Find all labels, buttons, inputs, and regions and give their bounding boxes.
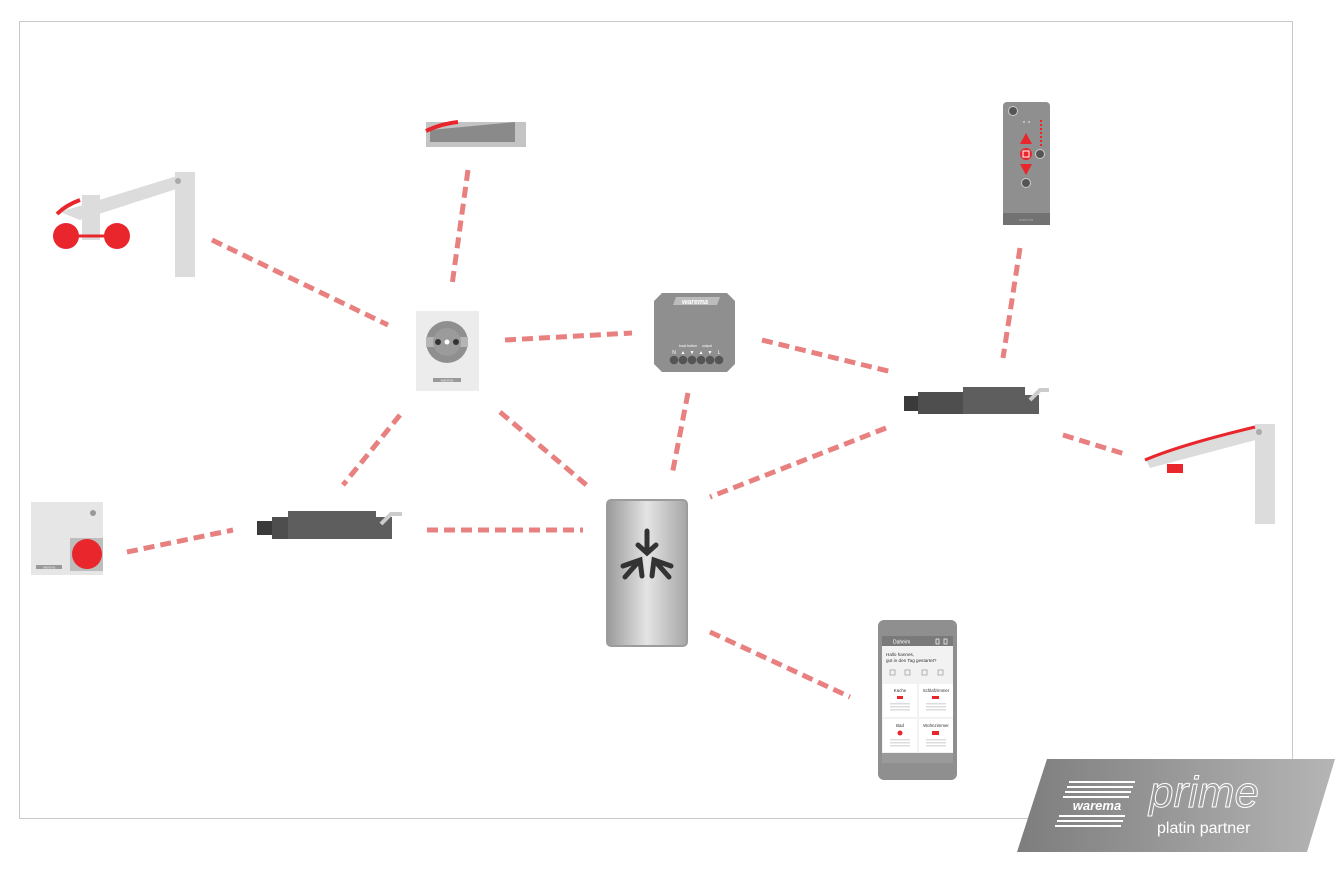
- svg-text:▲: ▲: [699, 350, 704, 356]
- connection-lines: [126, 169, 1129, 700]
- link-motor-hub: [709, 425, 887, 500]
- link-socket-motor: [341, 413, 402, 487]
- button-box-brand: warema: [43, 565, 55, 569]
- link-module-motor: [761, 337, 893, 375]
- module-label-output: output: [702, 344, 712, 348]
- link-motor-awning: [1062, 432, 1129, 458]
- up-arrow-icon[interactable]: [1020, 133, 1032, 144]
- sensor-device[interactable]: [425, 120, 526, 147]
- svg-text:▲: ▲: [681, 350, 686, 356]
- svg-text:▼: ▼: [708, 350, 713, 356]
- awning-device-right[interactable]: [1144, 424, 1275, 524]
- down-arrow-icon[interactable]: [1020, 164, 1032, 175]
- link-socket-hub: [498, 410, 592, 490]
- link-module-hub: [669, 392, 691, 476]
- matter-hub[interactable]: [606, 499, 688, 647]
- link-awning-socket: [210, 237, 390, 328]
- app-bottom-nav[interactable]: [882, 753, 953, 763]
- link-hub-phone: [708, 629, 852, 700]
- room-tile-bad[interactable]: Bad: [896, 723, 904, 728]
- link-socket-module: [504, 330, 633, 343]
- matter-logo-icon: [620, 528, 674, 580]
- socket-brand: warema: [441, 379, 454, 383]
- room-tile-schlafzimmer[interactable]: Schlafzimmer: [923, 688, 950, 693]
- quick-actions[interactable]: [889, 669, 944, 676]
- link-sensor-socket: [449, 169, 471, 286]
- remote-control[interactable]: warema: [1003, 102, 1050, 225]
- link-remote-motor: [1000, 247, 1023, 359]
- room-tile-wohnzimmer[interactable]: Wohnzimmer: [923, 723, 949, 728]
- greeting-line2: gut in den Tag gestartet?: [886, 658, 937, 663]
- module-terminals: N ▲ ▼ ▲ ▼ L: [669, 350, 724, 365]
- tubular-motor-right[interactable]: [904, 387, 1049, 414]
- smartphone-app[interactable]: Daheim Hallo hannes, gut in den Tag gest…: [878, 620, 957, 780]
- svg-text:N: N: [672, 350, 676, 356]
- stop-button[interactable]: [1020, 148, 1032, 160]
- app-title: Daheim: [893, 640, 910, 646]
- link-button-motor: [126, 527, 234, 555]
- room-tile-kueche[interactable]: Küche: [894, 688, 907, 693]
- logo-product: prime: [1147, 768, 1259, 817]
- svg-text:L: L: [718, 350, 721, 356]
- logo-tagline: platin partner: [1157, 820, 1251, 837]
- diagram-frame: [19, 21, 1293, 819]
- module-label-local: local button: [679, 344, 697, 348]
- awning-device-left[interactable]: [53, 172, 195, 277]
- remote-brand: warema: [1019, 217, 1034, 222]
- smart-socket[interactable]: warema: [416, 311, 479, 391]
- tubular-motor-left[interactable]: [257, 511, 402, 539]
- actuator-module[interactable]: warema local button output N ▲ ▼ ▲ ▼ L: [654, 293, 735, 372]
- warema-prime-logo: warema prime platin partner: [1017, 759, 1335, 852]
- logo-brand: warema: [1073, 798, 1121, 813]
- wall-button-device[interactable]: warema: [31, 502, 103, 575]
- module-brand: warema: [682, 299, 708, 306]
- svg-text:▼: ▼: [690, 350, 695, 356]
- greeting-line1: Hallo hannes,: [886, 652, 914, 657]
